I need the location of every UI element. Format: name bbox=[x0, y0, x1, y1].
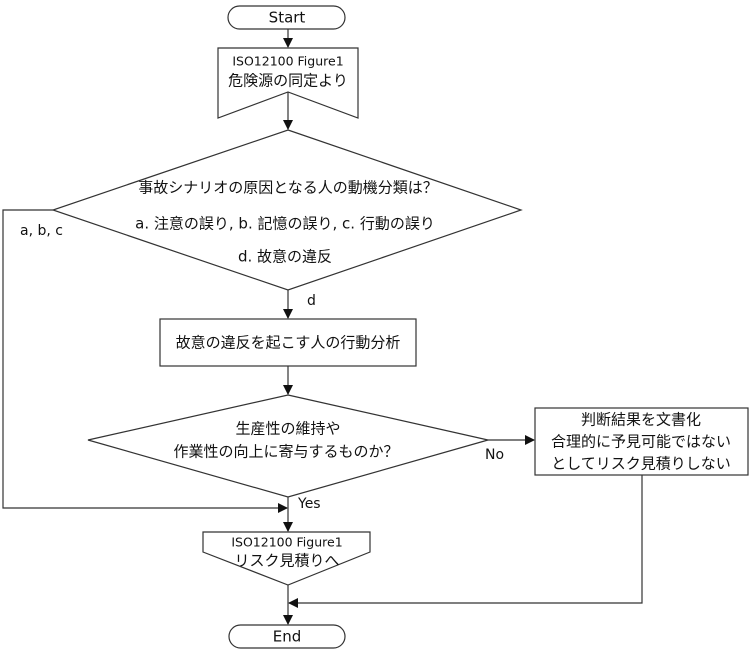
offpage-connector-in: ISO12100 Figure1 危険源の同定より bbox=[217, 47, 359, 119]
start-terminator: Start bbox=[227, 5, 346, 30]
decision2-line1: 生産性の維持や bbox=[235, 420, 340, 438]
offpage-in-line2: 危険源の同定より bbox=[228, 72, 348, 90]
process1-label: 故意の違反を起こす人の行動分析 bbox=[176, 334, 401, 352]
process2-line1: 判断結果を文書化 bbox=[581, 411, 701, 429]
arrow-process2-to-end bbox=[288, 475, 643, 608]
offpage-out-line2: リスク見積りへ bbox=[234, 552, 339, 570]
edge-label-no: No bbox=[485, 447, 504, 463]
decision1-line1: 事故シナリオの原因となる人の動機分類は？ bbox=[138, 179, 438, 197]
decision2-line2: 作業性の向上に寄与するものか？ bbox=[173, 443, 398, 461]
process2-line3: としてリスク見積りしない bbox=[551, 455, 731, 473]
decision-motive: 事故シナリオの原因となる人の動機分類は？ a. 注意の誤り, b. 記憶の誤り,… bbox=[51, 129, 523, 291]
arrow-abc bbox=[2, 209, 288, 513]
process-behavior-analysis: 故意の違反を起こす人の行動分析 bbox=[159, 318, 417, 367]
edge-label-d: d bbox=[307, 293, 316, 309]
process-document-result: 判断結果を文書化 合理的に予見可能ではない としてリスク見積りしない bbox=[534, 407, 749, 476]
decision1-line2: a. 注意の誤り, b. 記憶の誤り, c. 行動の誤り bbox=[135, 215, 435, 233]
decision-productivity: 生産性の維持や 作業性の向上に寄与するものか？ bbox=[87, 394, 489, 498]
offpage-out-line1: ISO12100 Figure1 bbox=[231, 535, 342, 550]
offpage-connector-out: ISO12100 Figure1 リスク見積りへ bbox=[202, 531, 371, 586]
start-label: Start bbox=[269, 9, 306, 27]
edge-label-abc: a, b, c bbox=[20, 223, 63, 239]
edge-label-yes: Yes bbox=[297, 496, 321, 512]
end-terminator: End bbox=[228, 624, 346, 649]
decision1-line3: d. 故意の違反 bbox=[238, 248, 332, 266]
end-label: End bbox=[273, 628, 302, 646]
process2-line2: 合理的に予見可能ではない bbox=[551, 433, 731, 451]
offpage-in-line1: ISO12100 Figure1 bbox=[232, 54, 343, 69]
